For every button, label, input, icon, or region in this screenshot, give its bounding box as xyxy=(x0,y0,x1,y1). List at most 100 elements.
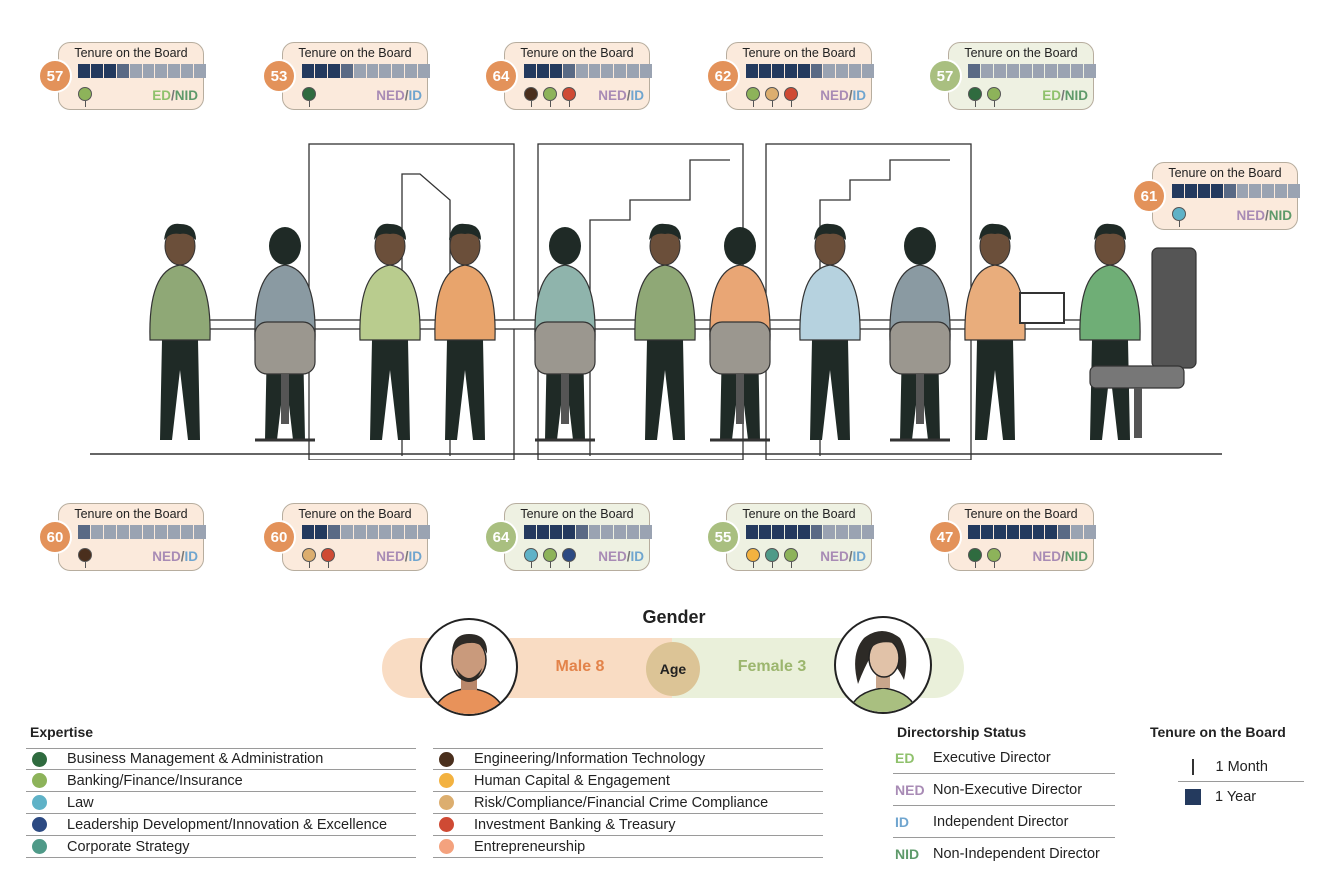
tenure-card-title: Tenure on the Board xyxy=(742,507,856,521)
expertise-dots xyxy=(746,548,798,568)
expertise-dots xyxy=(524,87,576,107)
tenure-segment xyxy=(797,525,810,539)
expertise-legend-col-1: Business Management & Administration Ban… xyxy=(26,748,416,858)
expertise-color-dot xyxy=(32,773,47,788)
expertise-dots xyxy=(78,87,92,107)
tenure-segment xyxy=(302,64,314,78)
tenure-segment xyxy=(155,525,168,539)
status-secondary: NID xyxy=(1268,208,1292,223)
tenure-segment xyxy=(601,64,614,78)
tenure-bar xyxy=(968,64,1097,78)
tenure-segment xyxy=(392,64,405,78)
tenure-segment xyxy=(1249,184,1262,198)
status-secondary: ID xyxy=(630,88,645,103)
status-slash: / xyxy=(1060,549,1065,564)
expertise-dot xyxy=(78,548,92,568)
status-slash: / xyxy=(170,88,175,103)
tenure-segment xyxy=(562,64,575,78)
expertise-dots xyxy=(524,548,576,568)
expertise-dots xyxy=(302,87,316,107)
tenure-segment xyxy=(1236,184,1249,198)
expertise-dot xyxy=(1172,207,1186,227)
status-primary: NED xyxy=(1236,208,1265,223)
tenure-card: Tenure on the Board 60 NED/ID xyxy=(262,503,431,571)
tenure-segment xyxy=(627,525,640,539)
tenure-card-title: Tenure on the Board xyxy=(74,46,188,60)
tenure-card-title: Tenure on the Board xyxy=(742,46,856,60)
tenure-segment xyxy=(103,64,116,78)
tenure-segment xyxy=(968,525,980,539)
directorship-status: ED/NID xyxy=(152,88,198,103)
tenure-segment xyxy=(327,525,340,539)
tenure-segment xyxy=(968,64,980,78)
directorship-abbr: ID xyxy=(895,813,909,830)
male-avatar xyxy=(420,618,518,716)
directorship-status: NED/ID xyxy=(598,88,644,103)
expertise-color-dot xyxy=(439,795,454,810)
expertise-dot xyxy=(524,548,538,568)
tenure-segment xyxy=(836,64,849,78)
status-primary: NED xyxy=(376,549,405,564)
expertise-label: Entrepreneurship xyxy=(474,838,586,855)
tenure-segment xyxy=(90,64,103,78)
board-member-figure xyxy=(634,223,696,440)
status-primary: NED xyxy=(598,549,627,564)
tenure-segment xyxy=(1032,64,1045,78)
tenure-legend-year: 1 Year xyxy=(1178,782,1304,812)
board-member-figure xyxy=(799,223,861,440)
status-primary: NED xyxy=(152,549,181,564)
tenure-bar xyxy=(524,64,653,78)
tenure-segment xyxy=(1032,525,1045,539)
tenure-segment xyxy=(366,64,379,78)
tenure-card: Tenure on the Board 64 NED/ID xyxy=(484,503,653,571)
tenure-segment xyxy=(980,525,993,539)
tenure-segment xyxy=(181,525,194,539)
tenure-segment xyxy=(849,64,862,78)
board-member-figure xyxy=(534,227,596,442)
female-count: Female 3 xyxy=(737,658,807,675)
status-secondary: ID xyxy=(408,549,423,564)
board-member-figure xyxy=(434,223,496,440)
board-member-figure xyxy=(964,223,1026,440)
tenure-segment xyxy=(771,525,784,539)
status-primary: ED xyxy=(152,88,171,103)
tenure-segment xyxy=(379,64,392,78)
tenure-segment xyxy=(823,525,836,539)
expertise-dot xyxy=(562,87,576,107)
directorship-status: NED/NID xyxy=(1236,208,1292,223)
expertise-color-dot xyxy=(439,773,454,788)
tenure-segment xyxy=(1045,525,1058,539)
tenure-segment xyxy=(980,64,993,78)
tenure-segment xyxy=(353,64,366,78)
status-secondary: ID xyxy=(630,549,645,564)
tenure-segment xyxy=(640,525,653,539)
tenure-segment xyxy=(746,525,758,539)
board-member-figure xyxy=(254,227,316,442)
tenure-segment xyxy=(1084,525,1097,539)
tenure-bar xyxy=(78,64,207,78)
status-primary: ED xyxy=(1042,88,1061,103)
expertise-dot xyxy=(302,87,316,107)
directorship-legend-item: ID Independent Director xyxy=(893,806,1115,838)
tenure-segment xyxy=(1172,184,1184,198)
expertise-label: Law xyxy=(67,794,94,811)
tenure-segment xyxy=(640,64,653,78)
directorship-abbr: NID xyxy=(895,846,920,862)
expertise-color-dot xyxy=(439,751,454,767)
age-badge: 60 xyxy=(262,520,296,554)
age-badge: 57 xyxy=(928,59,962,93)
tenure-segment xyxy=(1058,525,1071,539)
expertise-dot xyxy=(987,548,1001,568)
tenure-card-title: Tenure on the Board xyxy=(964,46,1078,60)
directorship-label: Executive Director xyxy=(933,749,1051,766)
expertise-label: Engineering/Information Technology xyxy=(474,751,706,767)
status-slash: / xyxy=(1264,208,1269,223)
tenure-segment xyxy=(993,64,1006,78)
status-primary: NED xyxy=(820,549,849,564)
expertise-dot xyxy=(784,548,798,568)
tenure-card-title: Tenure on the Board xyxy=(74,507,188,521)
month-marker xyxy=(1192,758,1194,775)
tenure-segment xyxy=(810,64,823,78)
tenure-segment xyxy=(1045,64,1058,78)
tenure-segment xyxy=(524,525,536,539)
